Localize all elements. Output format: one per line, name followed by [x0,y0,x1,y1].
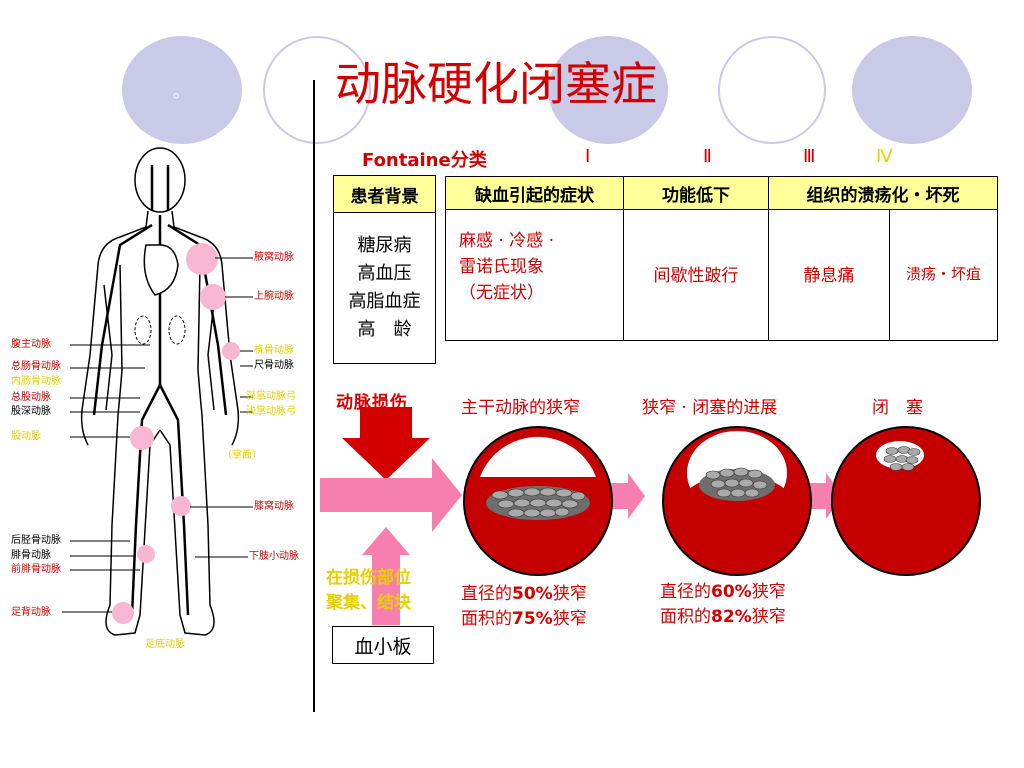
fontaine-stage-1: Ⅰ [585,146,591,167]
patient-item-hypertension: 高血压 [357,263,412,284]
platelet-aggregation-text: 在损伤部位 聚集、结块 [326,566,411,616]
platelet-box-label: 血小板 [354,635,412,658]
stat1-line1-post: 狭窄 [552,584,587,604]
pulse-point-brachial [200,284,226,310]
patient-item-elderly: 高 龄 [357,319,412,340]
platelet-line-1: 在损伤部位 [326,568,411,588]
patient-item-diabetes: 糖尿病 [357,235,412,256]
label-posterior-tibial-artery: 后胫骨动脉 [11,535,61,546]
stage3-cell: 静息痛 [768,209,890,341]
pulse-point-axillary [186,243,218,275]
header-ischemic-symptoms: 缺血引起的症状 [445,176,624,210]
vessel-cross-section-occluded [831,426,981,576]
injury-down-arrow [342,407,430,480]
label-brachial-artery: 上腕动脉 [254,291,294,302]
label-femoral-artery: 股动脉 [11,431,41,442]
label-dorsalis-pedis-artery: 足背动脉 [11,607,51,618]
stat1-line2-pre: 面积的 [461,609,512,629]
main-right-arrow [320,458,462,532]
pulse-point-radial [222,342,240,360]
stage1-line-3: （无症状） [459,283,544,303]
label-connector-lines [62,257,253,613]
stage4-text: 溃疡・坏疽 [905,264,981,283]
progression-label: 狭窄 · 闭塞的进展 [642,398,778,418]
label-superficial-palmar-arch: 浅掌动脉弓 [246,406,296,417]
stat2-line1-pre: 直径的 [660,582,711,602]
decor-circle-4 [718,36,826,144]
stat2-line2-pct: 82% [711,607,752,627]
label-radial-artery: 桡骨动脉 [254,345,294,356]
label-popliteal-artery: 膝窝动脉 [254,501,294,512]
small-arrow-1 [607,473,645,519]
pulse-point-femoral [130,426,154,450]
patient-item-hyperlipidemia: 高脂血症 [348,291,421,312]
stat1-line1-pre: 直径的 [461,584,512,604]
label-common-femoral-artery: 总股动脉 [11,392,51,403]
label-deep-femoral-artery: 股深动脉 [11,406,51,417]
stage2-text: 间歇性跛行 [653,265,739,286]
fontaine-stage-3: Ⅲ [803,146,816,167]
label-plantar-artery: 足底动脉 [145,639,185,650]
stenosis-stats-1: 直径的50%狭窄 面积的75%狭窄 [461,582,587,632]
dot-mark: 。 [173,82,190,101]
divider-line [313,80,315,712]
human-artery-figure [80,147,240,636]
platelet-up-arrow [362,527,410,625]
pulse-point-dorsalis-pedis [112,602,134,624]
stage3-text: 静息痛 [803,265,855,286]
stage1-cell: 麻感 · 冷感 · 雷诺氏现象 （无症状） [445,209,624,341]
stage1-line-1: 麻感 · 冷感 · [459,231,555,251]
stenosis-stats-2: 直径的60%狭窄 面积的82%狭窄 [660,580,786,630]
decor-circle-5 [852,36,972,144]
label-deep-palmar-arch: 深掌动脉弓 [246,391,296,402]
header-ulcer-necrosis: 组织的溃疡化・坏死 [768,176,998,210]
pulse-point-popliteal [171,496,191,516]
occlusion-label: 闭 塞 [872,398,923,418]
label-ulnar-artery: 尺骨动脉 [254,360,294,371]
decor-circle-3 [548,36,668,144]
stat2-line1-pct: 60% [711,582,752,602]
stat1-line2-pct: 75% [512,609,553,629]
fontaine-stage-2: Ⅱ [703,146,712,167]
label-anterior-tibial-artery: 前腓骨动脉 [11,564,61,575]
decor-circle-1 [122,36,242,144]
platelet-box: 血小板 [332,626,434,664]
label-internal-iliac-artery: 内肠骨动脉 [11,376,61,387]
header-function-decline: 功能低下 [623,176,769,210]
stenosis-label: 主干动脉的狭窄 [461,398,580,418]
pulse-point-tibial [137,545,155,563]
stat1-line2-post: 狭窄 [552,609,587,629]
decor-circle-2 [263,36,371,144]
page-title: 动脉硬化闭塞症 [335,57,657,111]
fontaine-stage-4: Ⅳ [876,146,893,167]
platelet-line-2: 聚集、结块 [326,593,411,613]
label-peroneal-artery: 腓骨动脉 [11,550,51,561]
label-palm-side: （掌面） [222,450,262,461]
process-diagram [320,407,981,625]
patient-items-cell: 糖尿病 高血压 高脂血症 高 龄 [333,212,436,364]
label-lower-leg-small-artery: 下肢小动脉 [249,551,299,562]
label-axillary-artery: 腋窝动脉 [254,252,294,263]
stat2-line1-post: 狭窄 [751,582,786,602]
label-common-iliac-artery: 总肠骨动脉 [11,361,61,372]
fontaine-label: Fontaine分类 [362,150,487,171]
stage2-cell: 间歇性跛行 [623,209,769,341]
label-abdominal-aorta: 腹主动脉 [11,339,51,350]
stat1-line1-pct: 50% [512,584,553,604]
stat2-line2-post: 狭窄 [751,607,786,627]
stage4-cell: 溃疡・坏疽 [889,209,998,341]
patient-header: 患者背景 [333,175,436,213]
stage1-line-2: 雷诺氏现象 [459,257,544,277]
stat2-line2-pre: 面积的 [660,607,711,627]
